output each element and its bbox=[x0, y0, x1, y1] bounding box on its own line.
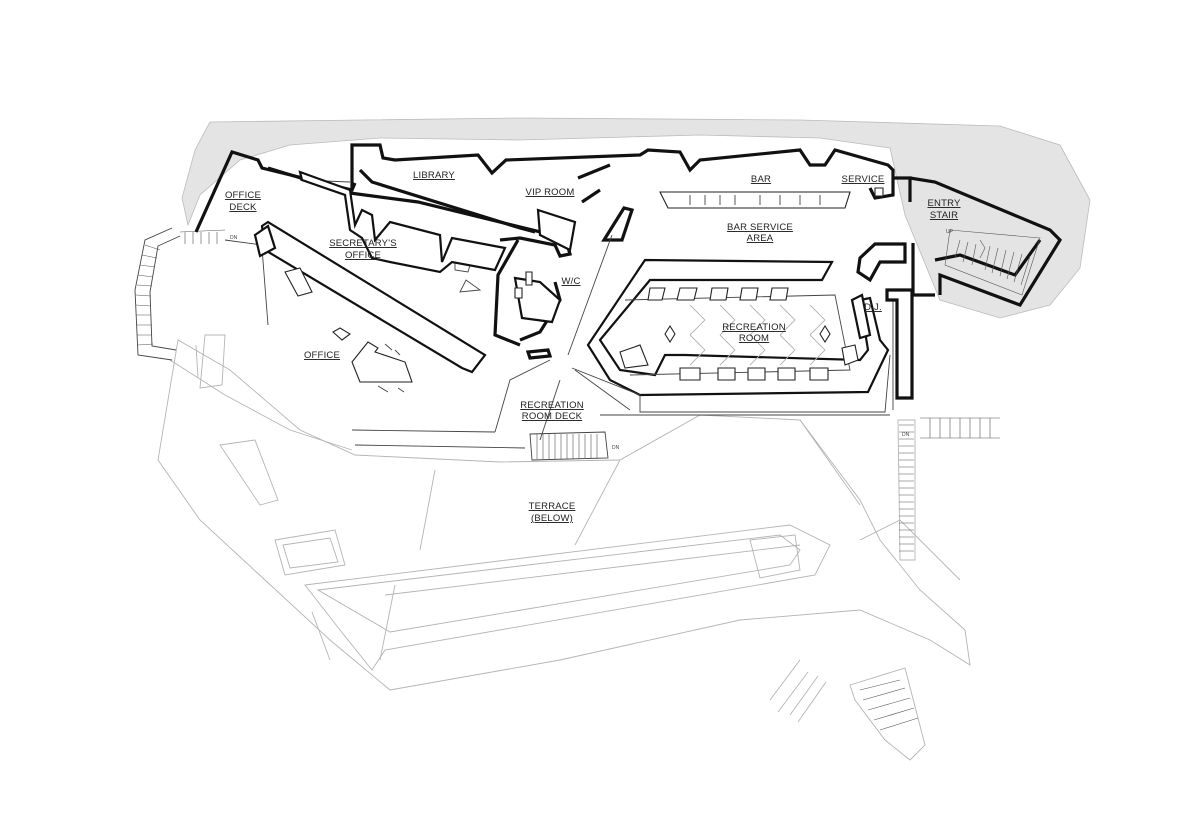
label-bar-service-area-1: BAR SERVICE bbox=[727, 222, 793, 233]
entry-stair-treads bbox=[944, 229, 1041, 296]
lower-stair-treads bbox=[859, 417, 1000, 731]
label-vip-room: VIP ROOM bbox=[526, 187, 575, 198]
label-dj: D.J. bbox=[864, 302, 882, 313]
wc-toilet bbox=[525, 271, 533, 286]
library-wall bbox=[358, 168, 536, 234]
stair-direction-marks: DN DN DN UP bbox=[230, 229, 954, 451]
bar-diagonal-wall bbox=[601, 206, 635, 242]
bar-counter bbox=[659, 191, 851, 209]
door-line bbox=[567, 234, 613, 356]
label-recreation-room-deck-2: ROOM DECK bbox=[522, 411, 583, 422]
label-library: LIBRARY bbox=[413, 170, 455, 181]
label-terrace-2: (BELOW) bbox=[531, 513, 573, 524]
dn-mark-left: DN bbox=[230, 235, 238, 241]
lower-level-outline bbox=[157, 334, 971, 761]
wc-door-wall bbox=[525, 348, 553, 360]
label-office-deck-1: OFFICE bbox=[225, 190, 261, 201]
exterior-walls bbox=[194, 143, 1063, 400]
label-entry-stair-1: ENTRY bbox=[927, 198, 960, 209]
secretary-wall bbox=[267, 166, 573, 258]
label-wc: W/C bbox=[561, 276, 580, 287]
office-deck-wall bbox=[253, 224, 277, 258]
vip-corner bbox=[536, 208, 577, 252]
wc-fixture bbox=[513, 276, 562, 324]
label-office-deck-2: DECK bbox=[229, 202, 257, 213]
label-bar: BAR bbox=[751, 174, 771, 185]
label-terrace-1: TERRACE bbox=[529, 501, 576, 512]
secretary-zigzag bbox=[298, 170, 507, 274]
label-recreation-room-2: ROOM bbox=[739, 333, 769, 344]
room-labels: OFFICE DECK LIBRARY VIP ROOM BAR SERVICE… bbox=[225, 170, 961, 524]
label-entry-stair-2: STAIR bbox=[930, 210, 958, 221]
label-recreation-room-deck-1: RECREATION bbox=[520, 400, 584, 411]
deck-stair bbox=[529, 431, 609, 461]
dn-mark-right: DN bbox=[902, 432, 910, 438]
dn-mark-deck: DN bbox=[612, 445, 620, 451]
wc-sink bbox=[514, 287, 523, 299]
label-bar-service-area-2: AREA bbox=[747, 233, 774, 244]
diagonal-partition bbox=[581, 188, 601, 204]
office-furniture bbox=[284, 267, 413, 393]
label-service: SERVICE bbox=[842, 174, 885, 185]
recreation-room-furniture bbox=[571, 258, 891, 413]
label-secretarys-office-2: OFFICE bbox=[345, 250, 381, 261]
label-office: OFFICE bbox=[304, 350, 340, 361]
left-exterior-stair bbox=[134, 227, 226, 361]
label-recreation-room-1: RECREATION bbox=[722, 322, 786, 333]
up-mark-entry: UP bbox=[946, 229, 954, 235]
label-secretarys-office-1: SECRETARY'S bbox=[329, 238, 397, 249]
interior-thin-lines bbox=[224, 179, 894, 449]
service-fixture bbox=[874, 187, 884, 197]
